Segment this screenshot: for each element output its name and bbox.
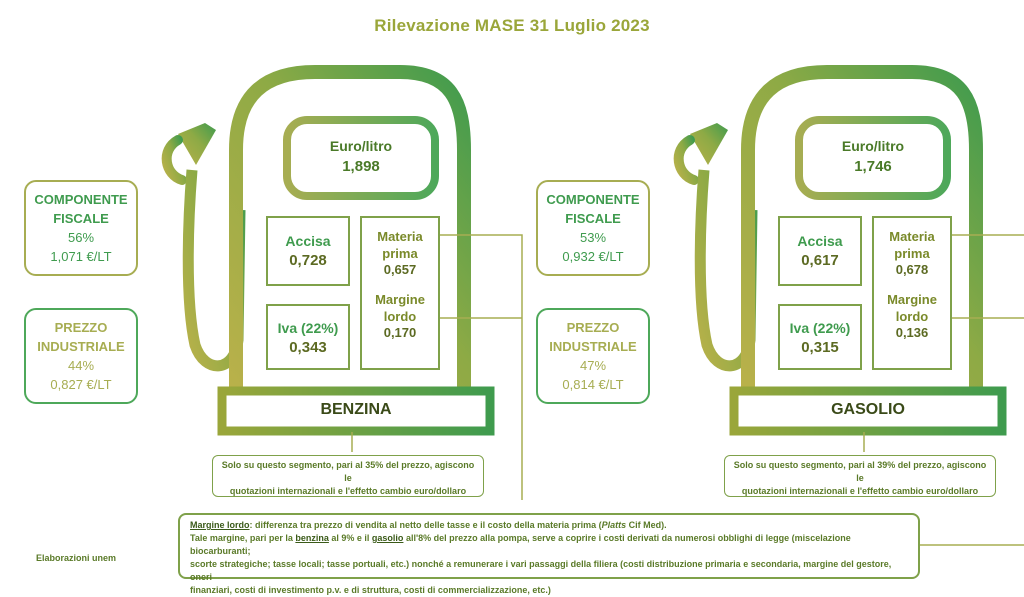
fiscal-value: 1,071 €/LT bbox=[50, 249, 112, 264]
margine-label-2: lordo bbox=[895, 309, 929, 324]
fiscal-title-2: FISCALE bbox=[53, 211, 109, 226]
benzina-industrial-detail-box: Materia prima 0,657 Margine lordo 0,170 bbox=[360, 216, 440, 370]
footnote-gasolio: gasolio bbox=[371, 533, 404, 543]
margine-label-2: lordo bbox=[383, 309, 417, 324]
benzina-fiscal-box: COMPONENTE FISCALE 56% 1,071 €/LT bbox=[24, 180, 138, 276]
fiscal-title-1: COMPONENTE bbox=[34, 192, 128, 207]
materia-label-2: prima bbox=[382, 246, 418, 261]
footnote-text: all'8% del prezzo alla pompa, serve a co… bbox=[190, 533, 851, 556]
accisa-label: Accisa bbox=[797, 233, 843, 249]
footnote-text: : differenza tra prezzo di vendita al ne… bbox=[249, 520, 602, 530]
credit-text: Elaborazioni unem bbox=[36, 553, 117, 563]
fiscal-value: 0,932 €/LT bbox=[562, 249, 624, 264]
margine-label-1: Margine bbox=[375, 292, 425, 307]
footnote-line-4: finanziari, costi di investimento p.v. e… bbox=[190, 585, 551, 595]
gasolio-industrial-box: PREZZO INDUSTRIALE 47% 0,814 €/LT bbox=[536, 308, 650, 404]
note-line-2: quotazioni internazionali e l'effetto ca… bbox=[741, 486, 979, 496]
materia-label-1: Materia bbox=[377, 229, 423, 244]
footnote-text: al 9% e il bbox=[328, 533, 372, 543]
materia-label-1: Materia bbox=[889, 229, 935, 244]
iva-value: 0,343 bbox=[289, 339, 327, 356]
gasolio-industrial-detail-box: Materia prima 0,678 Margine lordo 0,136 bbox=[872, 216, 952, 370]
benzina-price-display: Euro/litro 1,898 bbox=[291, 138, 431, 175]
accisa-label: Accisa bbox=[285, 233, 331, 249]
fiscal-pct: 56% bbox=[67, 230, 95, 245]
accisa-value: 0,728 bbox=[289, 252, 327, 269]
materia-label-2: prima bbox=[894, 246, 930, 261]
benzina-accisa-box: Accisa 0,728 bbox=[266, 216, 350, 286]
footnote-term: Margine lordo bbox=[190, 520, 250, 530]
benzina-iva-box: Iva (22%) 0,343 bbox=[266, 304, 350, 370]
benzina-pump-body bbox=[161, 65, 523, 500]
footnote-text: Cif Med). bbox=[626, 520, 667, 530]
iva-label: Iva (22%) bbox=[277, 320, 339, 336]
industrial-value: 0,814 €/LT bbox=[562, 377, 624, 392]
iva-value: 0,315 bbox=[801, 339, 839, 356]
industrial-title-1: PREZZO bbox=[54, 320, 108, 335]
footnote-line-2: Tale margine, pari per la benzina al 9% … bbox=[190, 532, 908, 558]
price-value: 1,746 bbox=[854, 158, 892, 175]
industrial-value: 0,827 €/LT bbox=[50, 377, 112, 392]
gasolio-iva-box: Iva (22%) 0,315 bbox=[778, 304, 862, 370]
margine-value: 0,136 bbox=[895, 325, 929, 340]
margine-label-1: Margine bbox=[887, 292, 937, 307]
materia-value: 0,678 bbox=[895, 262, 929, 277]
margine-value: 0,170 bbox=[383, 325, 417, 340]
fiscal-title-1: COMPONENTE bbox=[546, 192, 640, 207]
note-line-2: quotazioni internazionali e l'effetto ca… bbox=[229, 486, 467, 496]
industrial-pct: 47% bbox=[579, 358, 607, 373]
footnote-platts: Platts bbox=[601, 520, 627, 530]
price-label: Euro/litro bbox=[841, 138, 905, 154]
fiscal-title-2: FISCALE bbox=[565, 211, 621, 226]
page-title: Rilevazione MASE 31 Luglio 2023 bbox=[374, 16, 650, 35]
note-line-1: Solo su questo segmento, pari al 35% del… bbox=[221, 460, 475, 483]
iva-label: Iva (22%) bbox=[789, 320, 851, 336]
gasolio-accisa-box: Accisa 0,617 bbox=[778, 216, 862, 286]
price-value: 1,898 bbox=[342, 158, 380, 175]
industrial-title-2: INDUSTRIALE bbox=[549, 339, 637, 354]
materia-value: 0,657 bbox=[383, 262, 417, 277]
industrial-pct: 44% bbox=[67, 358, 95, 373]
note-line-1: Solo su questo segmento, pari al 39% del… bbox=[733, 460, 987, 483]
gasolio-pump-body bbox=[673, 65, 1024, 546]
footnote-benzina: benzina bbox=[295, 533, 329, 543]
margine-lordo-footnote: Margine lordo: differenza tra prezzo di … bbox=[178, 513, 920, 595]
gasolio-fiscal-box: COMPONENTE FISCALE 53% 0,932 €/LT bbox=[536, 180, 650, 276]
footnote-line-1: Margine lordo: differenza tra prezzo di … bbox=[190, 519, 908, 532]
gasolio-label: GASOLIO bbox=[831, 401, 905, 418]
industrial-title-2: INDUSTRIALE bbox=[37, 339, 125, 354]
benzina-industrial-box: PREZZO INDUSTRIALE 44% 0,827 €/LT bbox=[24, 308, 138, 404]
fiscal-pct: 53% bbox=[579, 230, 607, 245]
gasolio-note: Solo su questo segmento, pari al 39% del… bbox=[724, 455, 996, 497]
footnote-text: Tale margine, pari per la bbox=[190, 533, 296, 543]
benzina-label: BENZINA bbox=[320, 401, 392, 418]
gasolio-price-display: Euro/litro 1,746 bbox=[803, 138, 943, 175]
benzina-note: Solo su questo segmento, pari al 35% del… bbox=[212, 455, 484, 497]
footnote-line-3: scorte strategiche; tasse locali; tasse … bbox=[190, 559, 892, 582]
accisa-value: 0,617 bbox=[801, 252, 839, 269]
price-label: Euro/litro bbox=[329, 138, 393, 154]
industrial-title-1: PREZZO bbox=[566, 320, 620, 335]
